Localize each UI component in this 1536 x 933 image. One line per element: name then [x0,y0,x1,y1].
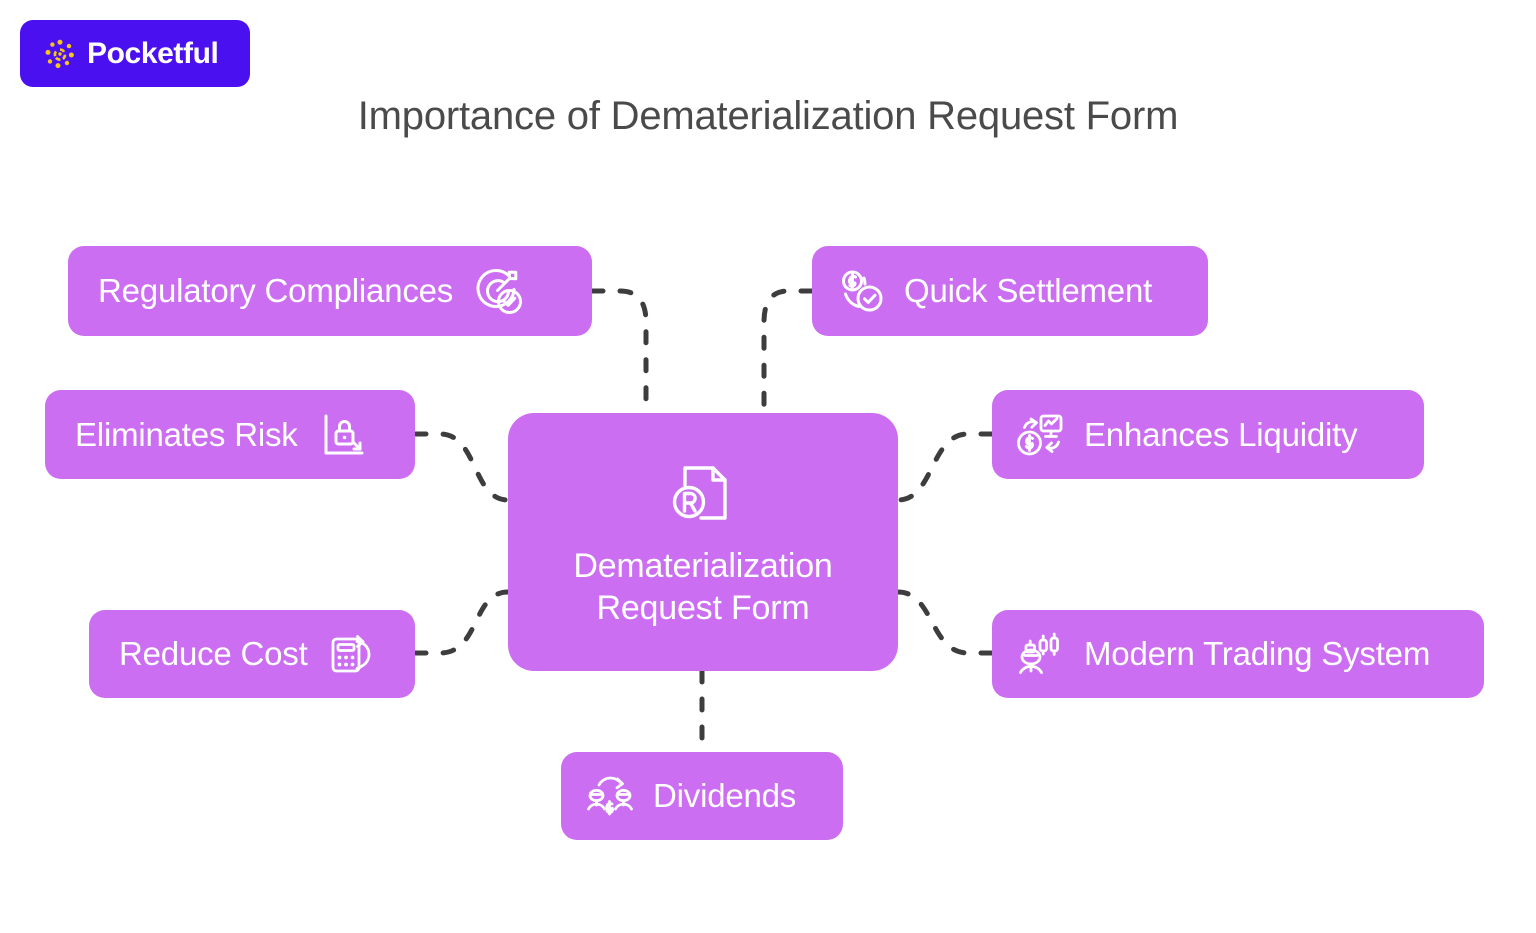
target-check-icon [471,264,525,318]
connector-reduce-cost [412,589,511,656]
connector-enhances-liquidity [895,431,995,503]
people-money-exchange-icon [583,769,637,823]
brand-logo-badge[interactable]: Pocketful [20,20,250,87]
chart-lock-down-icon [316,409,368,461]
connector-regulatory-compliances [589,288,649,416]
branch-label-reduce-cost: Reduce Cost [119,635,308,672]
connector-eliminates-risk [412,431,511,503]
center-node[interactable]: Dematerialization Request Form [508,413,898,671]
center-node-label-line1: Dematerialization [573,547,833,586]
branch-node-modern-trading-system[interactable]: Modern Trading System [992,610,1484,698]
connector-quick-settlement [761,288,815,416]
page-title: Importance of Dematerialization Request … [357,94,1179,138]
person-candlestick-icon [1014,627,1068,681]
document-registered-r-icon [665,455,741,536]
branch-label-enhances-liquidity: Enhances Liquidity [1084,415,1358,453]
branch-label-modern-trading-system: Modern Trading System [1084,635,1431,672]
starburst-dots-icon [43,37,77,71]
branch-node-eliminates-risk[interactable]: Eliminates Risk [45,390,415,479]
center-node-label: Dematerialization Request Form [573,546,832,629]
branch-node-reduce-cost[interactable]: Reduce Cost [89,610,415,698]
center-node-label-line2: Request Form [596,588,810,627]
branch-node-dividends[interactable]: Dividends [561,752,843,840]
brand-name: Pocketful [87,36,219,70]
branch-label-dividends: Dividends [653,777,797,814]
branch-node-enhances-liquidity[interactable]: Enhances Liquidity [992,390,1424,479]
branch-label-regulatory-compliances: Regulatory Compliances [98,272,454,309]
branch-node-quick-settlement[interactable]: Quick Settlement [812,246,1208,336]
calculator-refresh-icon [326,628,378,680]
branch-label-eliminates-risk: Eliminates Risk [75,415,298,453]
branch-node-regulatory-compliances[interactable]: Regulatory Compliances [68,246,592,336]
branch-label-quick-settlement: Quick Settlement [904,272,1153,309]
coin-check-icon [834,264,888,318]
coin-monitor-exchange-icon [1014,408,1068,462]
connector-modern-trading-system [895,589,995,656]
